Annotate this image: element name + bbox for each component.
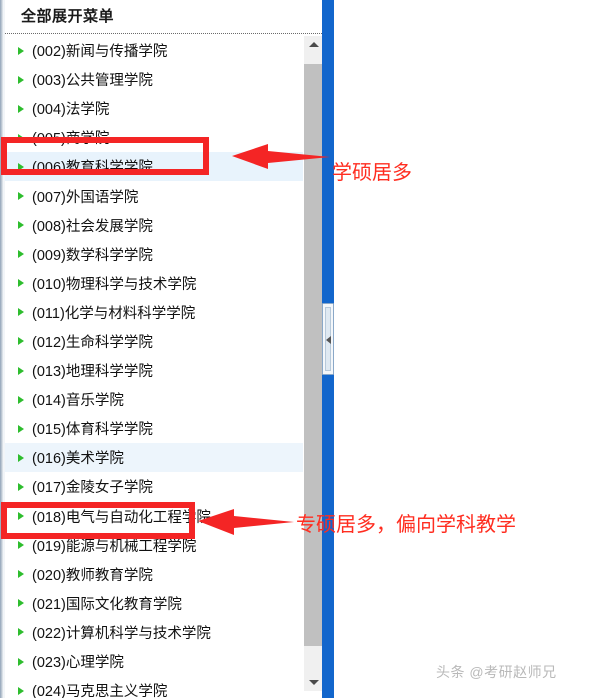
triangle-down-icon [309,680,319,685]
expand-triangle-icon[interactable] [14,596,28,610]
expand-triangle-icon[interactable] [14,538,28,552]
tree-item-003[interactable]: (003)公共管理学院 [5,65,303,94]
tree-item-label: (019)能源与机械工程学院 [32,538,197,555]
tree-item-label: (005)商学院 [32,131,110,148]
tree-item-label: (012)生命科学学院 [32,334,153,351]
tree-item-018[interactable]: (018)电气与自动化工程学院 [5,502,303,531]
tree-item-015[interactable]: (015)体育科学学院 [5,414,303,443]
tree-item-label: (006)教育科学学院 [32,160,153,177]
tree-item-label: (004)法学院 [32,102,110,119]
tree-item-016[interactable]: (016)美术学院 [5,443,303,473]
panel-left-border [0,0,3,698]
expand-triangle-icon[interactable] [14,305,28,319]
tree-item-024[interactable]: (024)马克思主义学院 [5,676,303,698]
tree-item-008[interactable]: (008)社会发展学院 [5,211,303,240]
tree-item-011[interactable]: (011)化学与材料科学学院 [5,298,303,327]
tree-item-004[interactable]: (004)法学院 [5,94,303,123]
expand-triangle-icon[interactable] [14,480,28,494]
scroll-up-button[interactable] [304,36,323,53]
expand-triangle-icon[interactable] [14,73,28,87]
tree-item-label: (020)教师教育学院 [32,567,153,584]
college-tree-list[interactable]: (002)新闻与传播学院 (003)公共管理学院 (004)法学院 (005)商学院 (… [5,36,303,698]
expand-triangle-icon[interactable] [14,131,28,145]
tree-item-label: (007)外国语学院 [32,189,139,206]
expand-triangle-icon[interactable] [14,567,28,581]
tree-item-012[interactable]: (012)生命科学学院 [5,327,303,356]
expand-triangle-icon[interactable] [14,44,28,58]
vertical-scrollbar[interactable] [303,36,323,691]
expand-triangle-icon[interactable] [14,509,28,523]
tree-item-020[interactable]: (020)教师教育学院 [5,560,303,589]
tree-item-label: (013)地理科学学院 [32,364,153,381]
tree-item-label: (017)金陵女子学院 [32,480,153,497]
expand-triangle-icon[interactable] [14,189,28,203]
expand-triangle-icon[interactable] [14,625,28,639]
tree-item-006[interactable]: (006)教育科学学院 [5,152,303,182]
tree-item-label: (008)社会发展学院 [32,218,153,235]
expand-triangle-icon[interactable] [14,451,28,465]
expand-triangle-icon[interactable] [14,364,28,378]
tree-item-023[interactable]: (023)心理学院 [5,647,303,676]
tree-item-label: (003)公共管理学院 [32,73,153,90]
page-title: 全部展开菜单 [21,8,115,25]
expand-triangle-icon[interactable] [14,247,28,261]
expand-triangle-icon[interactable] [14,102,28,116]
triangle-up-icon [309,42,319,47]
tree-item-label: (009)数学科学学院 [32,247,153,264]
tree-item-label: (021)国际文化教育学院 [32,596,182,613]
expanded-menu-panel: 全部展开菜单 (002)新闻与传播学院(003)公共管理学院(004)法学院(0… [0,0,332,698]
vertical-scrollbar-thumb[interactable] [304,64,323,646]
tree-item-002[interactable]: (002)新闻与传播学院 [5,36,303,65]
tree-item-013[interactable]: (013)地理科学学院 [5,356,303,385]
blue-band-scrollbar-thumb[interactable] [322,303,334,375]
annotation-note-1: 学硕居多 [332,162,412,184]
tree-item-010[interactable]: (010)物理科学与技术学院 [5,269,303,298]
tree-item-label: (022)计算机科学与技术学院 [32,625,211,642]
tree-item-label: (010)物理科学与技术学院 [32,276,197,293]
tree-item-label: (018)电气与自动化工程学院 [32,509,211,526]
tree-item-007[interactable]: (007)外国语学院 [5,181,303,210]
expand-triangle-icon[interactable] [14,422,28,436]
tree-item-017[interactable]: (017)金陵女子学院 [5,472,303,501]
expand-triangle-icon[interactable] [14,160,28,174]
panel-header: 全部展开菜单 [5,0,332,33]
annotation-area [334,0,608,698]
tree-item-label: (016)美术学院 [32,451,124,468]
expand-triangle-icon[interactable] [14,334,28,348]
watermark: 头条 @考研赵师兄 [436,664,557,680]
tree-item-label: (011)化学与材料科学学院 [32,305,196,322]
expand-triangle-icon[interactable] [14,276,28,290]
tree-item-label: (024)马克思主义学院 [32,684,168,698]
annotation-note-2: 专硕居多，偏向学科教学 [296,514,516,536]
scroll-down-button[interactable] [304,674,323,691]
tree-item-005[interactable]: (005)商学院 [5,123,303,152]
tree-item-label: (002)新闻与传播学院 [32,44,168,61]
triangle-left-icon [326,336,331,344]
tree-item-021[interactable]: (021)国际文化教育学院 [5,589,303,618]
tree-item-label: (014)音乐学院 [32,393,124,410]
tree-item-022[interactable]: (022)计算机科学与技术学院 [5,618,303,647]
tree-item-014[interactable]: (014)音乐学院 [5,385,303,414]
panel-left-border-inner [3,0,5,698]
tree-item-label: (015)体育科学学院 [32,422,153,439]
expand-triangle-icon[interactable] [14,393,28,407]
expand-triangle-icon[interactable] [14,655,28,669]
expand-triangle-icon[interactable] [14,218,28,232]
tree-item-label: (023)心理学院 [32,655,124,672]
tree-item-019[interactable]: (019)能源与机械工程学院 [5,531,303,560]
header-divider [5,33,332,34]
tree-item-009[interactable]: (009)数学科学学院 [5,240,303,269]
expand-triangle-icon[interactable] [14,684,28,698]
